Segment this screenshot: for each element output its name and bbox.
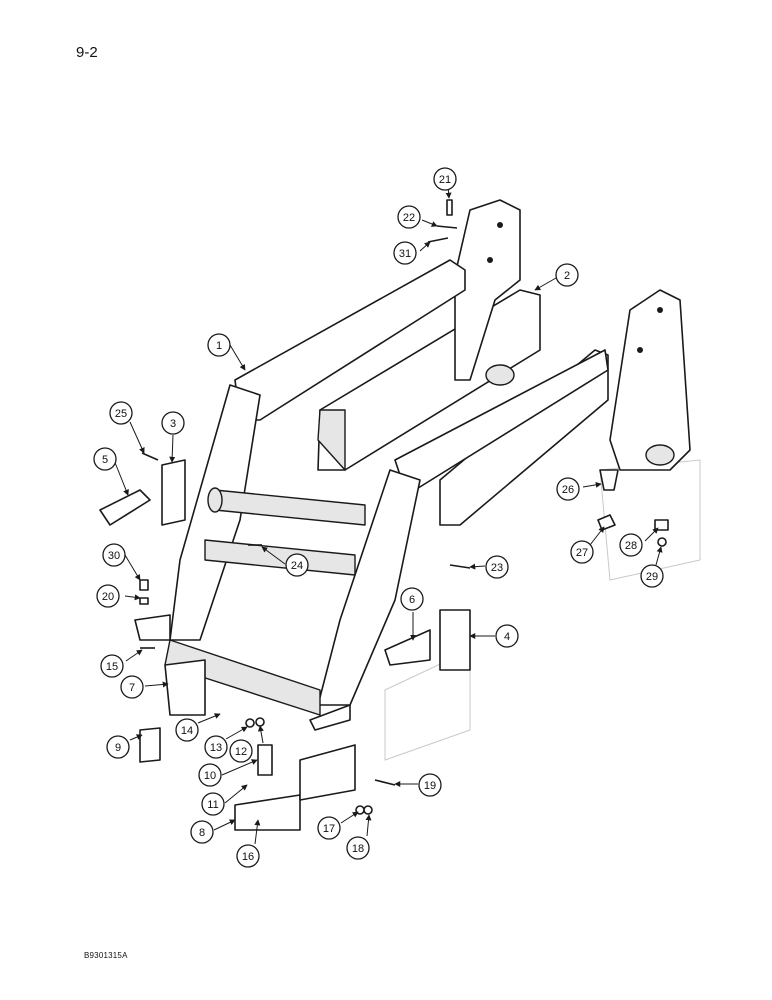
callout-22: 22: [397, 205, 421, 229]
callout-9: 9: [106, 735, 130, 759]
callout-12: 12: [229, 739, 253, 763]
callout-18: 18: [346, 836, 370, 860]
callout-17: 17: [317, 816, 341, 840]
callout-label-28: 28: [625, 540, 637, 552]
callout-label-20: 20: [102, 591, 114, 603]
callout-label-12: 12: [235, 746, 247, 758]
callout-label-26: 26: [562, 484, 574, 496]
callout-2: 2: [555, 263, 579, 287]
callout-label-27: 27: [576, 547, 588, 559]
callout-6: 6: [400, 587, 424, 611]
callout-7: 7: [120, 675, 144, 699]
callout-label-13: 13: [210, 742, 222, 754]
callout-28: 28: [619, 533, 643, 557]
ghost-outlines: [384, 459, 701, 761]
callout-label-9: 9: [115, 742, 121, 754]
callout-13: 13: [204, 735, 228, 759]
callout-10: 10: [198, 763, 222, 787]
callout-label-4: 4: [504, 631, 510, 643]
callout-label-1: 1: [216, 340, 222, 352]
callout-label-30: 30: [108, 550, 120, 562]
callout-5: 5: [93, 447, 117, 471]
callout-label-14: 14: [181, 725, 193, 737]
callout-3: 3: [161, 411, 185, 435]
right-boom-arm: [317, 199, 541, 471]
callout-label-31: 31: [399, 248, 411, 260]
callout-label-6: 6: [409, 594, 415, 606]
callout-label-15: 15: [106, 661, 118, 673]
callout-label-3: 3: [170, 418, 176, 430]
callout-23: 23: [485, 555, 509, 579]
callout-label-19: 19: [424, 780, 436, 792]
callout-label-23: 23: [491, 562, 503, 574]
callout-label-22: 22: [403, 212, 415, 224]
callout-label-24: 24: [291, 560, 303, 572]
callout-19: 19: [418, 773, 442, 797]
callout-label-2: 2: [564, 270, 570, 282]
callout-30: 30: [102, 543, 126, 567]
callout-26: 26: [556, 477, 580, 501]
callout-label-11: 11: [207, 799, 218, 811]
loader-main-frame: [134, 259, 609, 731]
callout-4: 4: [495, 624, 519, 648]
callout-1: 1: [207, 333, 231, 357]
callout-label-7: 7: [129, 682, 135, 694]
callout-label-25: 25: [115, 408, 127, 420]
callout-label-10: 10: [204, 770, 216, 782]
callout-label-16: 16: [242, 851, 254, 863]
callout-label-17: 17: [323, 823, 335, 835]
callout-31: 31: [393, 241, 417, 265]
figure-code: B9301315A: [84, 951, 128, 960]
page-number: 9-2: [76, 44, 98, 61]
callout-label-5: 5: [102, 454, 108, 466]
callout-15: 15: [100, 654, 124, 678]
callout-label-29: 29: [646, 571, 658, 583]
callout-14: 14: [175, 718, 199, 742]
callout-label-18: 18: [352, 843, 364, 855]
callout-29: 29: [640, 564, 664, 588]
callout-21: 21: [433, 167, 457, 191]
callout-label-21: 21: [439, 174, 451, 186]
callout-16: 16: [236, 844, 260, 868]
leader-lines: [113, 185, 663, 845]
callout-11: 11: [201, 792, 225, 816]
callout-25: 25: [109, 401, 133, 425]
callouts: 1 2 3 4 5 6 7 8 9 10 11 12 13 14 15 16 1…: [93, 167, 664, 868]
callout-8: 8: [190, 820, 214, 844]
mounting-brackets: [99, 199, 669, 831]
callout-27: 27: [570, 540, 594, 564]
callout-24: 24: [285, 553, 309, 577]
callout-20: 20: [96, 584, 120, 608]
callout-label-8: 8: [199, 827, 205, 839]
